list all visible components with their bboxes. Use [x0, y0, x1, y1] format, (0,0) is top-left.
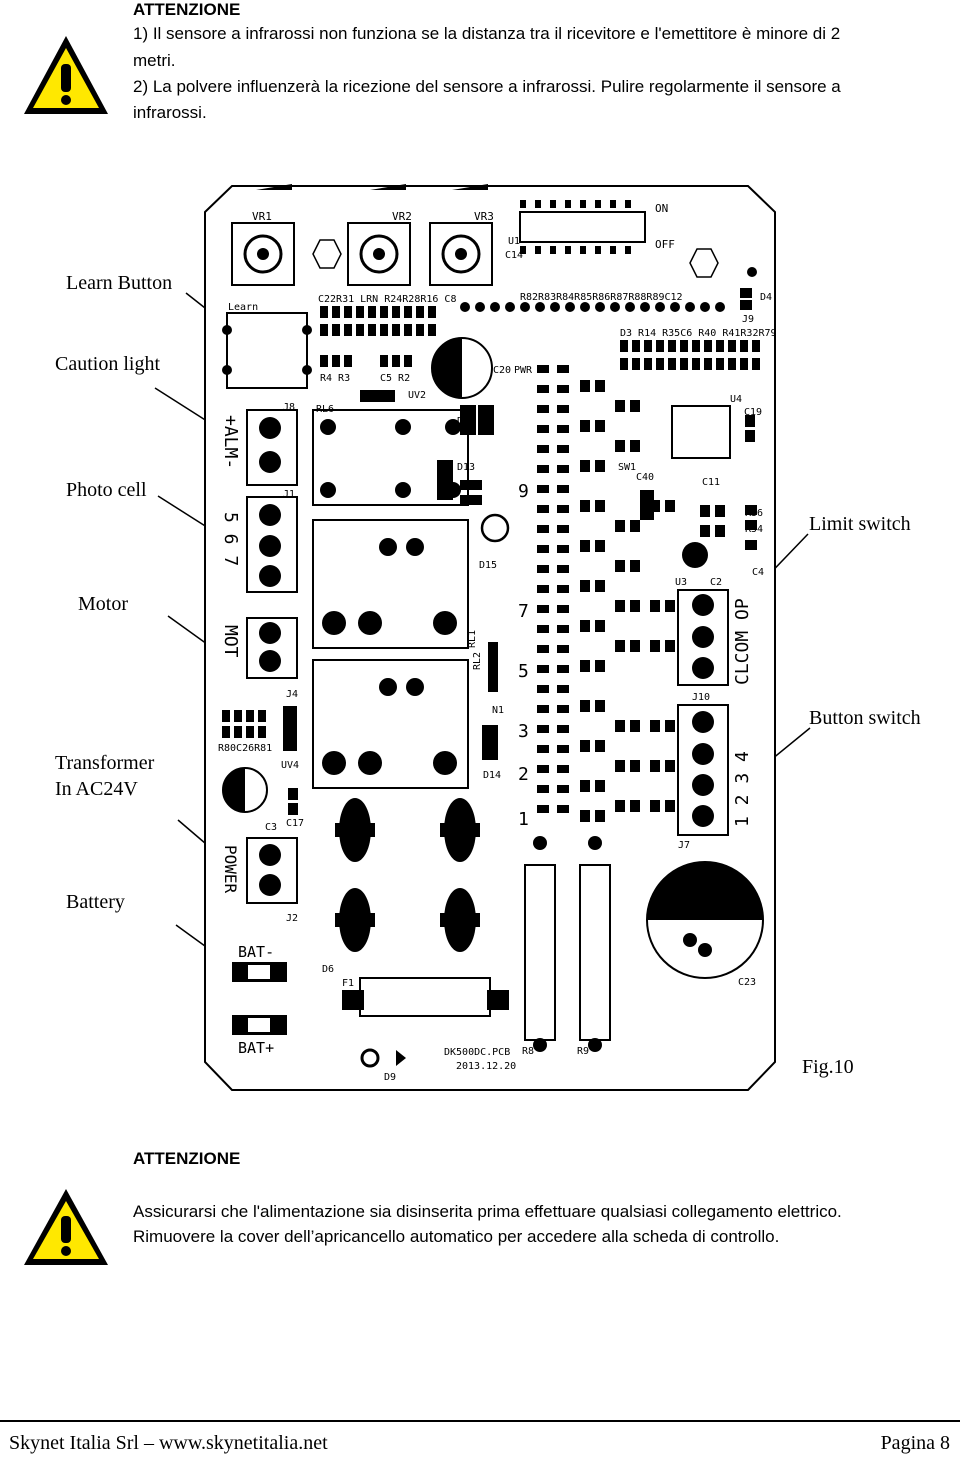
svg-text:D13: D13 [457, 462, 475, 473]
svg-text:J7: J7 [678, 840, 690, 851]
svg-text:U3: U3 [675, 577, 687, 588]
svg-text:F1: F1 [342, 978, 354, 989]
svg-text:R54: R54 [745, 524, 763, 535]
label-caution-light: Caution light [55, 353, 160, 375]
svg-text:D3 R14 R35C6 R40 R41R32R79: D3 R14 R35C6 R40 R41R32R79 [620, 328, 777, 339]
warning-triangle-icon [24, 1189, 108, 1265]
svg-text:C22R31 LRN R24R28R16 C8: C22R31 LRN R24R28R16 C8 [318, 294, 456, 305]
svg-text:RL2: RL2 [472, 652, 483, 670]
svg-text:U4: U4 [730, 394, 742, 405]
svg-text:C2: C2 [710, 577, 722, 588]
svg-text:5: 5 [518, 661, 529, 682]
svg-text:BAT-: BAT- [238, 943, 274, 961]
svg-text:J8: J8 [283, 402, 295, 413]
warning1-line4: infrarossi. [133, 103, 207, 122]
svg-text:C4: C4 [752, 567, 764, 578]
svg-text:PWR: PWR [514, 365, 533, 376]
svg-text:R4 R3: R4 R3 [320, 373, 350, 384]
warning1-line3: 2) La polvere influenzerà la ricezione d… [133, 77, 841, 96]
vr1-label: VR1 [252, 210, 272, 223]
figure-caption: Fig.10 [802, 1056, 854, 1078]
svg-text:CLCOM OP: CLCOM OP [732, 598, 753, 685]
svg-text:C3: C3 [265, 822, 277, 833]
svg-text:R9: R9 [577, 1046, 589, 1057]
label-motor: Motor [78, 593, 128, 615]
vr3-label: VR3 [474, 210, 494, 223]
svg-text:C11: C11 [702, 477, 720, 488]
warning2-line2: Rimuovere la cover dell’apricancello aut… [133, 1227, 780, 1246]
svg-text:N1: N1 [492, 705, 504, 716]
warning2-title: ATTENZIONE [133, 1149, 241, 1168]
svg-text:J1: J1 [283, 489, 295, 500]
svg-text:2013.12.20: 2013.12.20 [456, 1061, 516, 1072]
warning-triangle-icon [24, 36, 108, 114]
svg-text:BAT+: BAT+ [238, 1039, 274, 1057]
footer-company: Skynet Italia Srl – www.skynetitalia.net [9, 1432, 328, 1454]
label-learn-button: Learn Button [66, 272, 173, 294]
label-limit-switch: Limit switch [809, 513, 911, 535]
vr2-label: VR2 [392, 210, 412, 223]
footer-rule [0, 1420, 960, 1422]
svg-text:7: 7 [518, 601, 529, 622]
svg-text:C40: C40 [636, 472, 654, 483]
svg-text:C23: C23 [738, 977, 756, 988]
svg-text:D2: D2 [457, 416, 469, 427]
svg-text:D4: D4 [760, 292, 772, 303]
svg-text:R8: R8 [522, 1046, 534, 1057]
label-photo-cell: Photo cell [66, 479, 147, 501]
svg-text:9: 9 [518, 481, 529, 502]
svg-text:RL1: RL1 [467, 630, 478, 648]
svg-text:2: 2 [518, 764, 529, 785]
warning2-line1: Assicurarsi che l'alimentazione sia disi… [133, 1202, 842, 1221]
svg-text:D14: D14 [483, 770, 501, 781]
svg-text:C5 R2: C5 R2 [380, 373, 410, 384]
svg-text:POWER: POWER [221, 845, 240, 894]
warning1-line1: 1) Il sensore a infrarossi non funziona … [133, 24, 841, 43]
svg-text:1: 1 [518, 809, 529, 830]
svg-text:1 2 3 4: 1 2 3 4 [732, 751, 753, 827]
warning1-line2: metri. [133, 51, 176, 70]
svg-text:SW1: SW1 [618, 462, 636, 473]
footer-page-number: Pagina 8 [880, 1432, 950, 1454]
svg-text:J10: J10 [692, 692, 710, 703]
svg-text:MOT: MOT [220, 625, 241, 658]
svg-text:DK500DC.PCB: DK500DC.PCB [444, 1047, 510, 1058]
svg-text:RL6: RL6 [316, 404, 334, 415]
svg-text:J4: J4 [286, 689, 298, 700]
svg-text:C19: C19 [744, 407, 762, 418]
svg-text:J9: J9 [742, 314, 754, 325]
svg-text:J2: J2 [286, 913, 298, 924]
warning1-title: ATTENZIONE [133, 0, 241, 19]
svg-text:D9: D9 [384, 1072, 396, 1083]
pcb-diagram: VR1 VR2 VR3 U1 C14 ON OFF Learn C22R31 L… [154, 184, 811, 1091]
label-battery: Battery [66, 891, 125, 913]
svg-text:UV4: UV4 [281, 760, 299, 771]
svg-text:U1: U1 [508, 236, 520, 247]
label-transformer-ac: In AC24V [55, 778, 138, 800]
svg-text:D15: D15 [479, 560, 497, 571]
svg-text:OFF: OFF [655, 238, 675, 251]
svg-text:C20: C20 [493, 365, 511, 376]
svg-text:D6: D6 [322, 964, 334, 975]
svg-text:R82R83R84R85R86R87R88R89C12: R82R83R84R85R86R87R88R89C12 [520, 292, 683, 303]
svg-text:ON: ON [655, 202, 668, 215]
svg-text:R36: R36 [745, 508, 763, 519]
svg-text:Learn: Learn [228, 302, 258, 313]
svg-text:C17: C17 [286, 818, 304, 829]
svg-text:3: 3 [518, 721, 529, 742]
svg-text:R80C26R81: R80C26R81 [218, 743, 272, 754]
label-transformer: Transformer [55, 752, 155, 774]
label-button-switch: Button switch [809, 707, 921, 729]
svg-text:UV2: UV2 [408, 390, 426, 401]
svg-text:+ALM-: +ALM- [220, 415, 241, 469]
svg-text:C14: C14 [505, 250, 523, 261]
svg-text:5 6 7: 5 6 7 [220, 512, 241, 566]
